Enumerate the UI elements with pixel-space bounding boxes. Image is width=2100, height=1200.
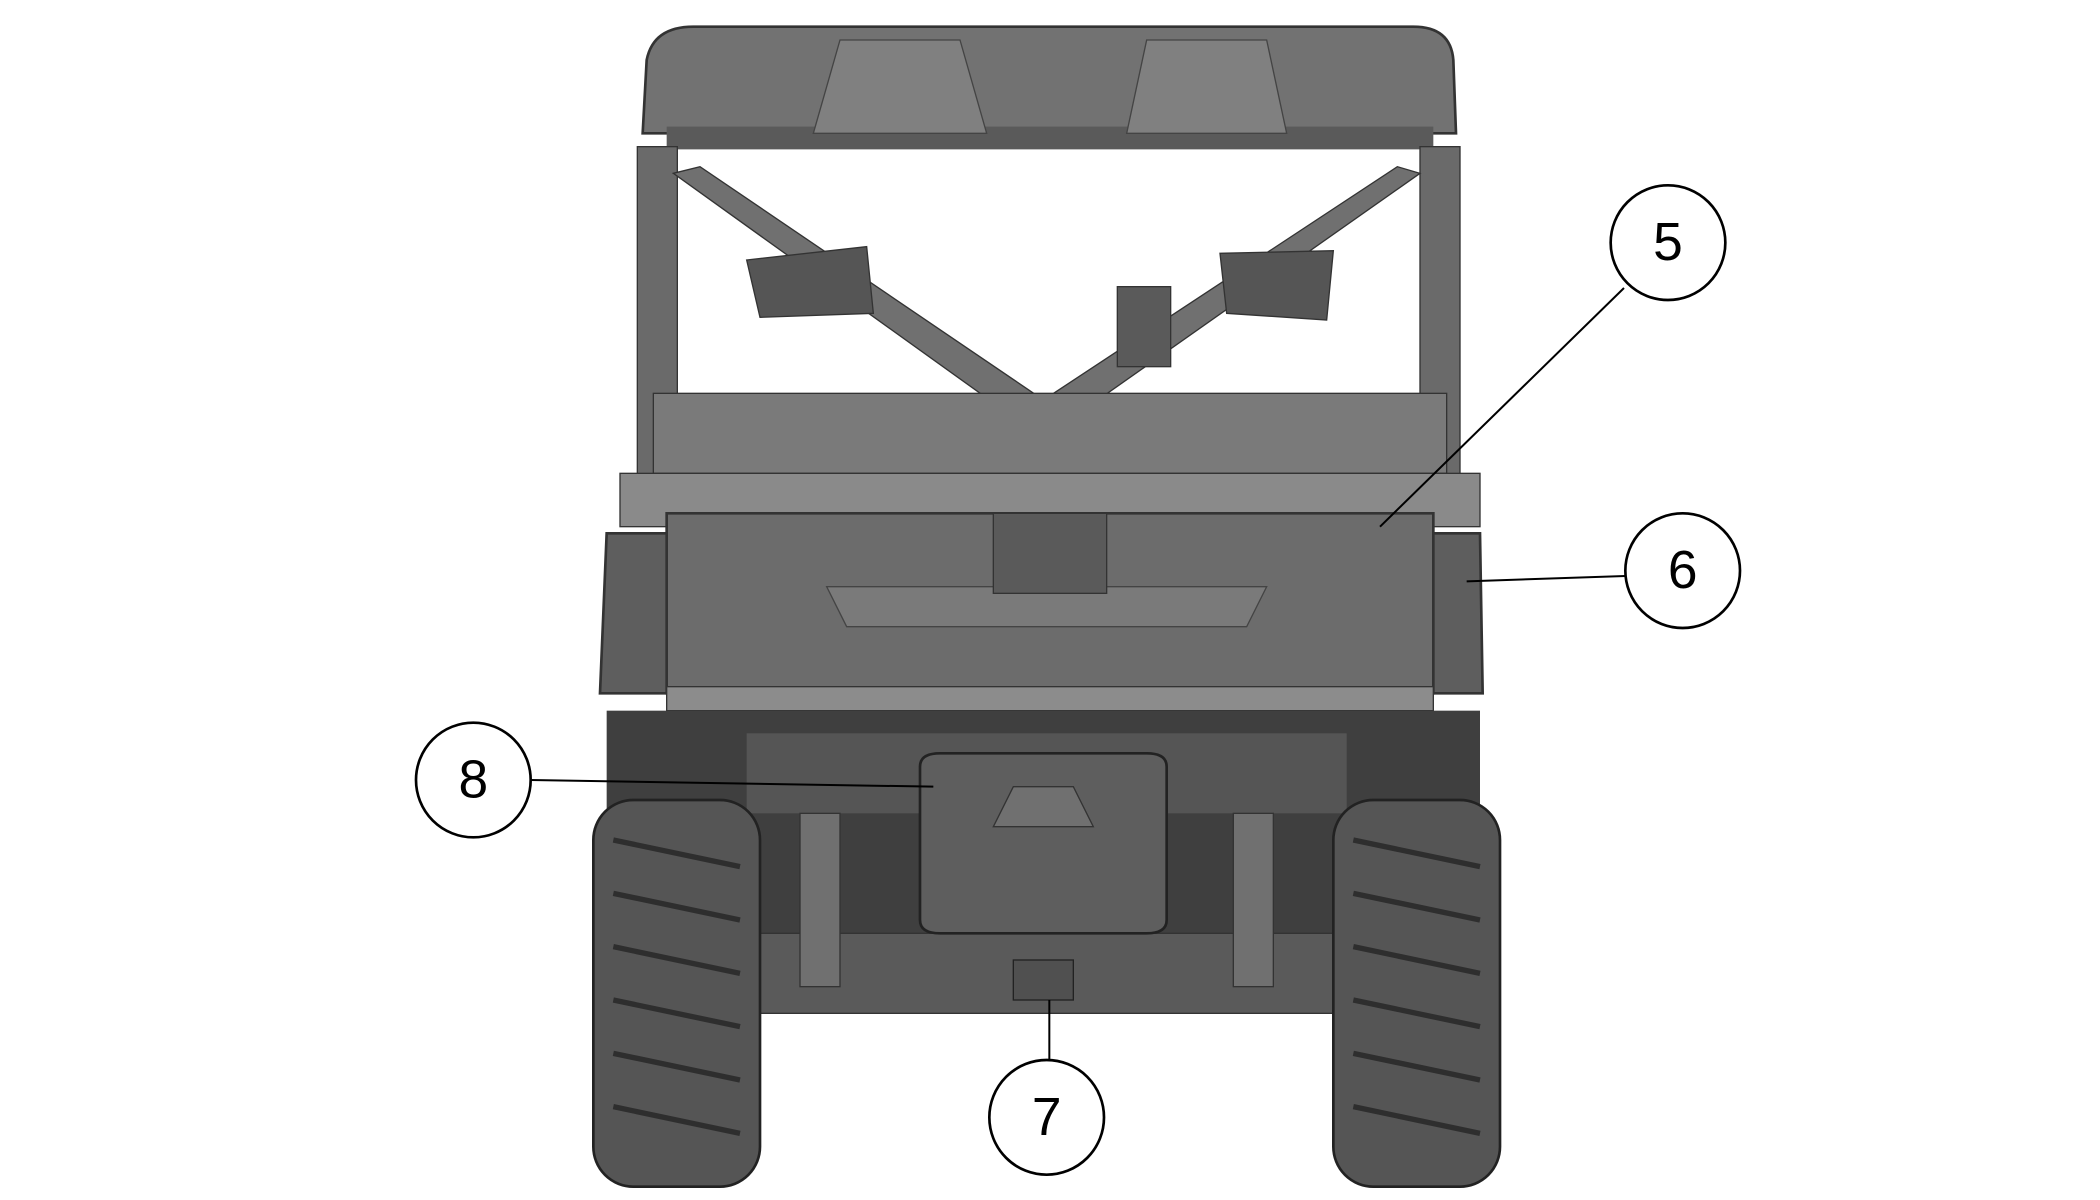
tires — [592, 798, 1502, 1188]
cab-frame — [636, 146, 1461, 481]
muffler — [918, 752, 1168, 935]
tire-right — [1331, 798, 1502, 1188]
cargo-bed — [598, 472, 1485, 712]
callout-7: 7 — [987, 1000, 1106, 1176]
callout-8: 8 — [414, 721, 934, 839]
callout-label-7: 7 — [1032, 1088, 1062, 1147]
callout-5: 5 — [1379, 184, 1727, 528]
tire-left — [592, 798, 762, 1188]
roof — [641, 25, 1458, 150]
callout-label-8: 8 — [458, 751, 488, 810]
callout-label-6: 6 — [1668, 541, 1698, 600]
callout-6: 6 — [1466, 511, 1742, 630]
callout-label-5: 5 — [1653, 213, 1683, 272]
